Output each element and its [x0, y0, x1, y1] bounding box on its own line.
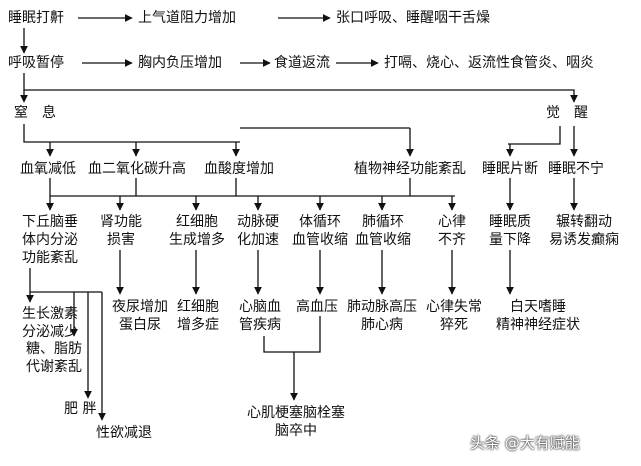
node-apnea: 呼吸暂停 — [8, 55, 64, 71]
node-arrhythmia: 心律 不齐 — [438, 214, 466, 248]
node-hypertension: 高血压 — [296, 299, 338, 315]
node-mi-stroke: 心肌梗塞脑栓塞 脑卒中 — [247, 405, 345, 439]
node-renal: 肾功能 损害 — [100, 214, 142, 248]
node-gh-decrease: 生长激素 分泌减少 — [22, 306, 78, 340]
node-cardio-cerebro: 心脑血 管疾病 — [239, 299, 281, 333]
node-tossing: 辗转翻动 易诱发癫痫 — [549, 214, 619, 248]
node-obesity: 肥 胖 — [64, 401, 97, 417]
node-hypothalamus: 下丘脑垂 体内分泌 功能紊乱 — [22, 214, 78, 266]
node-awaken: 觉 醒 — [546, 105, 588, 121]
node-daytime-sleepy: 白天嗜睡 精神神经症状 — [496, 299, 580, 333]
node-sleep-snore: 睡眠打鼾 — [8, 10, 64, 26]
node-polycythemia: 红细胞 增多症 — [177, 299, 219, 333]
node-metabolism: 糖、脂肪 代谢紊乱 — [26, 341, 82, 375]
node-sudden-death: 心律失常 猝死 — [426, 299, 482, 333]
node-libido: 性欲减退 — [96, 425, 152, 441]
arrow — [23, 73, 578, 103]
node-nocturia: 夜尿增加 蛋白尿 — [112, 299, 168, 333]
node-sleep-quality: 睡眠质 量下降 — [489, 214, 531, 248]
node-pulm-hypertension: 肺动脉高压 肺心病 — [347, 299, 417, 333]
node-chest-pressure: 胸内负压增加 — [138, 55, 222, 71]
node-sleep-fragment: 睡眠片断 — [482, 161, 538, 177]
connector — [49, 178, 455, 197]
node-airway-resistance: 上气道阻力增加 — [138, 10, 236, 26]
node-suffocate: 窒 息 — [14, 105, 56, 121]
connector — [23, 124, 240, 143]
node-reflux-symptoms: 打嗝、烧心、返流性食管炎、咽炎 — [384, 55, 594, 71]
connector — [263, 316, 321, 353]
node-acidosis: 血酸度增加 — [204, 161, 274, 177]
node-reflux: 食道返流 — [274, 55, 330, 71]
node-atherosclerosis: 动脉硬 化加速 — [237, 214, 279, 248]
connector — [508, 126, 561, 145]
node-pulmonary-circ: 肺循环 血管收缩 — [355, 214, 411, 248]
node-circulation: 体循环 血管收缩 — [292, 214, 348, 248]
watermark: 头条 @大有赋能 — [470, 434, 580, 452]
node-autonomic: 植物神经功能紊乱 — [354, 161, 466, 177]
node-sleep-restless: 睡眠不宁 — [548, 161, 604, 177]
node-rbc: 红细胞 生成增多 — [169, 214, 225, 248]
node-hypoxemia: 血氧减低 — [20, 161, 76, 177]
node-co2-rise: 血二氧化碳升高 — [88, 161, 186, 177]
connector — [29, 268, 102, 293]
node-mouth-breathing: 张口呼吸、睡醒咽干舌燥 — [336, 10, 490, 26]
